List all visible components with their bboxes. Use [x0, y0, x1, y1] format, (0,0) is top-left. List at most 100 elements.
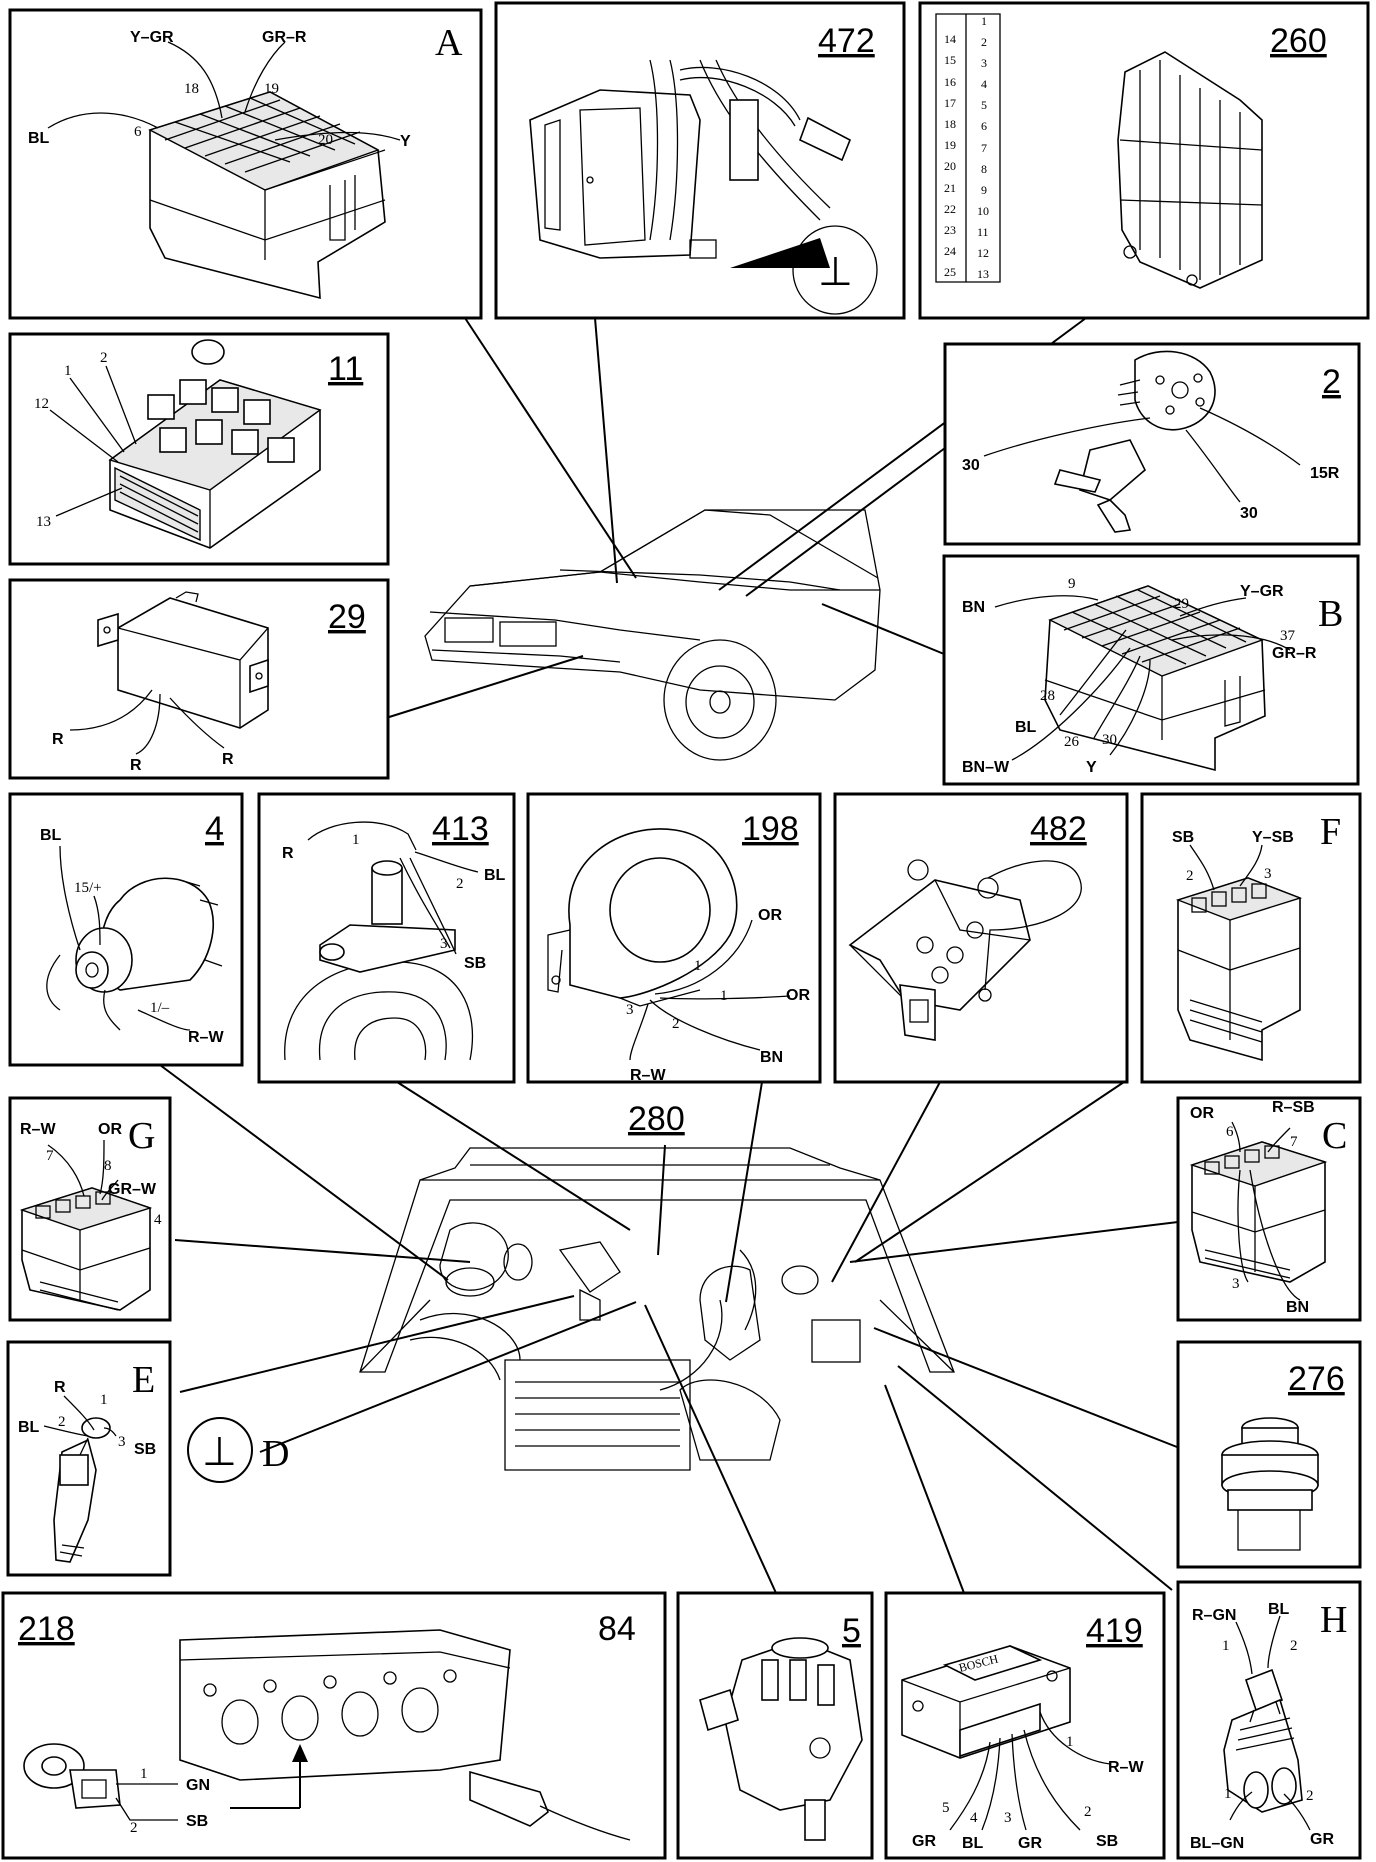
knock-sensor-illustration	[23, 1743, 121, 1809]
svg-text:15: 15	[944, 53, 956, 67]
pin-number: 12	[34, 396, 49, 412]
panel-id: B	[1318, 593, 1343, 635]
pin-number: 9	[1068, 576, 1076, 592]
svg-text:5: 5	[981, 98, 987, 112]
wire-color-label: R–W	[630, 1067, 666, 1084]
panel-id: D	[262, 1433, 289, 1475]
wire-color-label: BL	[1015, 719, 1037, 736]
panel-id: 198	[742, 810, 799, 848]
connector-illustration	[1044, 585, 1266, 772]
wire-color-label: BL	[1268, 1601, 1290, 1618]
pin-number: 28	[1040, 688, 1055, 704]
pin-number: 3	[1004, 1810, 1012, 1826]
wire-color-label: SB	[1172, 829, 1194, 846]
leader-wires	[47, 41, 401, 141]
wire-color-label: BN	[962, 599, 985, 616]
wire-color-label: GR–R	[1272, 645, 1317, 662]
pin-number: 1	[100, 1392, 108, 1408]
bracket-illustration	[848, 859, 1082, 1041]
relay-box-illustration	[108, 339, 322, 549]
panel-id: 218	[18, 1610, 75, 1648]
pin-number: 2	[130, 1820, 138, 1836]
panel-id: 5	[842, 1612, 861, 1650]
panel-id: C	[1322, 1115, 1347, 1157]
pin-number: 1	[1222, 1638, 1230, 1654]
svg-text:8: 8	[981, 162, 987, 176]
leader-wires	[983, 407, 1301, 503]
leader-wires	[47, 1139, 119, 1201]
panel-id: 419	[1086, 1612, 1143, 1650]
svg-text:20: 20	[944, 159, 956, 173]
ignition-coil-illustration	[46, 877, 223, 1031]
wire-color-label: R–GN	[1192, 1607, 1236, 1624]
panel-id: 29	[328, 598, 366, 636]
wire-color-label: OR	[98, 1121, 122, 1138]
pin-number: 3	[1264, 866, 1272, 882]
pin-grid	[935, 13, 1001, 283]
wire-color-label: R	[52, 731, 64, 748]
panel-id: G	[128, 1115, 155, 1157]
arrow-up-icon	[292, 1744, 308, 1762]
pin-number: 1	[694, 958, 702, 974]
panel-F: F SB Y–SB 2 3	[1140, 792, 1362, 1084]
wire-color-label: OR	[1190, 1105, 1214, 1122]
wire-color-label: R	[54, 1379, 66, 1396]
svg-text:13: 13	[977, 267, 989, 281]
leader-wires	[43, 1395, 117, 1437]
pin-number: 1	[140, 1766, 148, 1782]
wire-color-label: Y–SB	[1252, 829, 1294, 846]
svg-text:4: 4	[981, 77, 987, 91]
panel-29: 29 R R R	[8, 578, 390, 780]
panel-A: A Y–GR GR–R 18 19 BL 6 20 Y	[8, 8, 483, 320]
leader-wires	[1229, 1615, 1311, 1831]
leader-wires	[69, 689, 225, 755]
wire-color-label: BL	[18, 1419, 40, 1436]
svg-text:3: 3	[981, 56, 987, 70]
panel-5: 5	[676, 1591, 874, 1860]
terminal-label: 15/+	[74, 880, 102, 896]
ignition-module-illustration: BOSCH	[901, 1645, 1071, 1759]
pin-number: 6	[134, 124, 142, 140]
pin-number: 3	[1232, 1276, 1240, 1292]
pin-number: 4	[154, 1212, 162, 1228]
panel-H: H R–GN BL 1 2 1 2 BL–GN GR	[1176, 1580, 1362, 1860]
pin-number: 3	[118, 1434, 126, 1450]
pin-number: 29	[1174, 596, 1189, 612]
wire-color-label: R–W	[1108, 1759, 1144, 1776]
pin-number: 30	[962, 457, 980, 474]
switch-illustration	[1053, 350, 1216, 533]
bracket-illustration	[529, 59, 852, 259]
svg-text:25: 25	[944, 265, 956, 279]
svg-text:9: 9	[981, 183, 987, 197]
wire-color-label: R	[282, 845, 294, 862]
panel-id: 413	[432, 810, 489, 848]
svg-text:12: 12	[977, 246, 989, 260]
pin-number: 30	[1102, 732, 1117, 748]
pin-number: 1	[64, 363, 72, 379]
panel-id: E	[132, 1359, 155, 1401]
wire-color-label: GN	[186, 1777, 210, 1794]
pin-number: 7	[1290, 1134, 1298, 1150]
panel-id: 280	[628, 1100, 685, 1138]
ground-pointer	[730, 238, 830, 268]
connector-illustration	[19, 1187, 153, 1311]
wire-color-label: Y	[1086, 759, 1097, 776]
panel-id: H	[1320, 1599, 1347, 1641]
svg-text:23: 23	[944, 223, 956, 237]
svg-text:18: 18	[944, 117, 956, 131]
pin-numbers-left: 14 15 16 17 18 19 20 21 22 23 24 25	[944, 32, 956, 279]
pin-number: 2	[672, 1016, 680, 1032]
wire-color-label: Y–GR	[1240, 583, 1284, 600]
svg-text:6: 6	[981, 119, 987, 133]
pin-number: 2	[1084, 1804, 1092, 1820]
connector-illustration	[148, 91, 386, 300]
wire-color-label: R–W	[20, 1121, 56, 1138]
pin-number: 26	[1064, 734, 1080, 750]
panel-C: C OR R–SB 6 7 3 BN	[1176, 1096, 1362, 1322]
wire-color-label: OR	[758, 907, 782, 924]
pin-number: 6	[1226, 1124, 1234, 1140]
wire-color-label: GR	[912, 1833, 936, 1850]
pin-number: 1	[1224, 1786, 1232, 1802]
wire-color-label: SB	[186, 1813, 208, 1830]
pin-number: 1	[1066, 1734, 1074, 1750]
